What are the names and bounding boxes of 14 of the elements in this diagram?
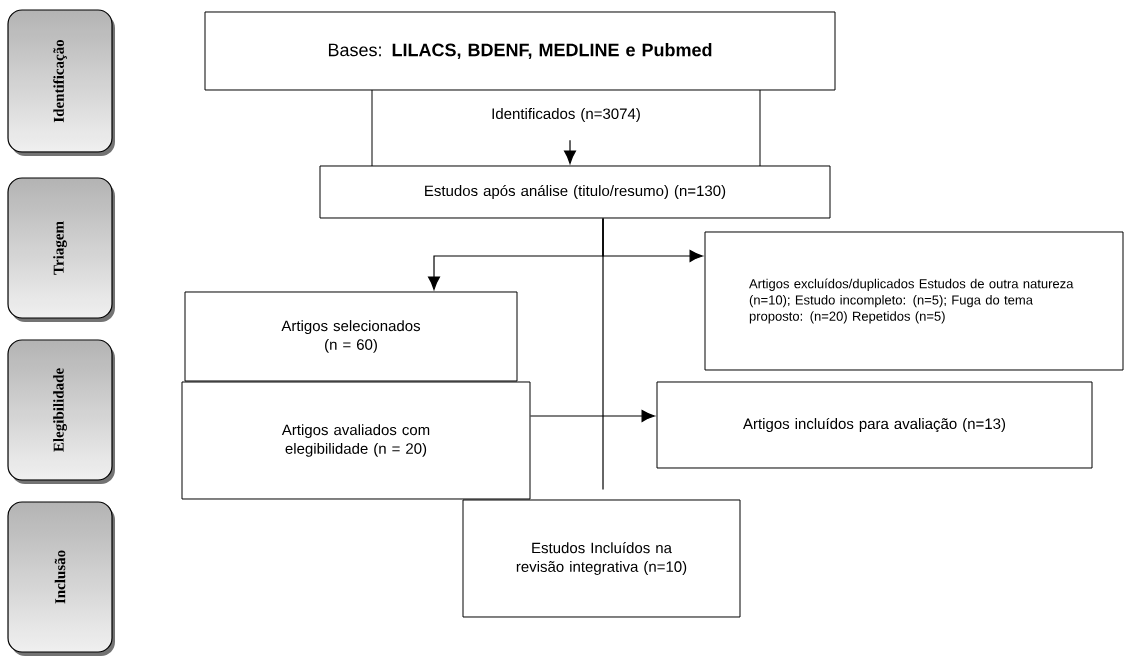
process-box: Artigos incluídos para avaliação (n=13) — [656, 381, 1093, 469]
stage-tab: Elegibilidade — [7, 339, 115, 484]
process-box: Bases: LILACS, BDENF, MEDLINE e Pubmed — [204, 11, 836, 91]
process-box: Artigos excluídos/duplicados Estudos de outra natureza (n=10); Estudo incompleto: (n=5); Fuga do tema proposto: (n=20) Repetidos (n=5) — [704, 231, 1124, 371]
arrow — [564, 139, 576, 164]
process-box: Artigos selecionados (n = 60) — [184, 291, 518, 382]
stage-tab: Triagem — [7, 177, 115, 322]
process-box: Artigos avaliados com elegibilidade (n = 20) — [181, 381, 531, 500]
stage-tab: Identificação — [7, 9, 115, 156]
process-box: Estudos Incluídos na revisão integrativa (n=10) — [462, 499, 741, 618]
arrow — [529, 410, 655, 422]
stage-tab: Inclusão — [7, 501, 115, 656]
process-box: Identificados (n=3074) — [371, 89, 761, 167]
process-box: Estudos após análise (titulo/resumo) (n=130) — [319, 165, 831, 219]
